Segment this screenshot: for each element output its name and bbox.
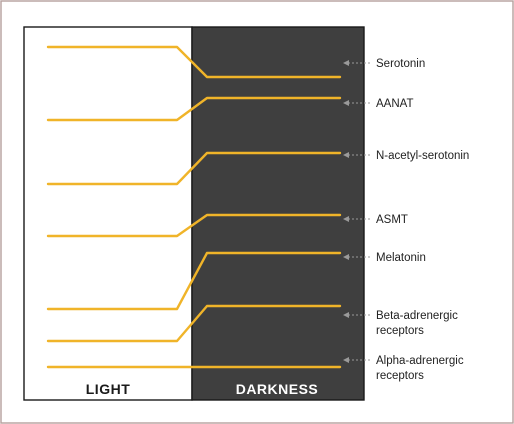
marker-label: Alpha-adrenergic receptors <box>376 355 464 382</box>
marker-row: N-acetyl-serotonin <box>46 150 469 186</box>
leader-arrowhead <box>343 100 349 106</box>
marker-row: Alpha-adrenergic receptors <box>46 355 464 382</box>
marker-label-line: Beta-adrenergic <box>376 310 458 322</box>
marker-row: AANAT <box>46 96 414 122</box>
marker-label: ASMT <box>376 214 408 226</box>
level-curve <box>46 251 342 311</box>
darkness-panel-label: DARKNESS <box>236 381 319 397</box>
marker-label: Beta-adrenergic receptors <box>376 310 458 337</box>
marker-label: AANAT <box>376 98 414 110</box>
marker-label-line: N-acetyl-serotonin <box>376 150 469 162</box>
marker-label-line: ASMT <box>376 214 408 226</box>
marker-row: Serotonin <box>46 45 425 79</box>
leader-arrowhead <box>343 357 349 363</box>
level-curve <box>46 151 342 186</box>
marker-label: N-acetyl-serotonin <box>376 150 469 162</box>
leader-arrowhead <box>343 254 349 260</box>
leader-arrowhead <box>343 60 349 66</box>
marker-label-line: receptors <box>376 325 424 337</box>
marker-row: ASMT <box>46 213 408 238</box>
marker-label-line: Alpha-adrenergic <box>376 355 464 367</box>
darkness-panel <box>191 26 365 401</box>
marker-label-line: AANAT <box>376 98 414 110</box>
level-curve <box>46 45 342 79</box>
marker-label: Melatonin <box>376 252 426 264</box>
marker-label-line: receptors <box>376 370 424 382</box>
leader-arrowhead <box>343 312 349 318</box>
leader-arrowhead <box>343 152 349 158</box>
level-curve <box>46 213 342 238</box>
level-curve <box>46 304 342 343</box>
marker-row: Melatonin <box>46 251 426 311</box>
marker-label-line: Melatonin <box>376 252 426 264</box>
light-panel <box>23 26 193 401</box>
marker-row: Beta-adrenergic receptors <box>46 304 458 343</box>
light-panel-label: LIGHT <box>86 381 131 397</box>
marker-label: Serotonin <box>376 58 425 70</box>
level-curve <box>46 96 342 122</box>
leader-arrowhead <box>343 216 349 222</box>
marker-label-line: Serotonin <box>376 58 425 70</box>
